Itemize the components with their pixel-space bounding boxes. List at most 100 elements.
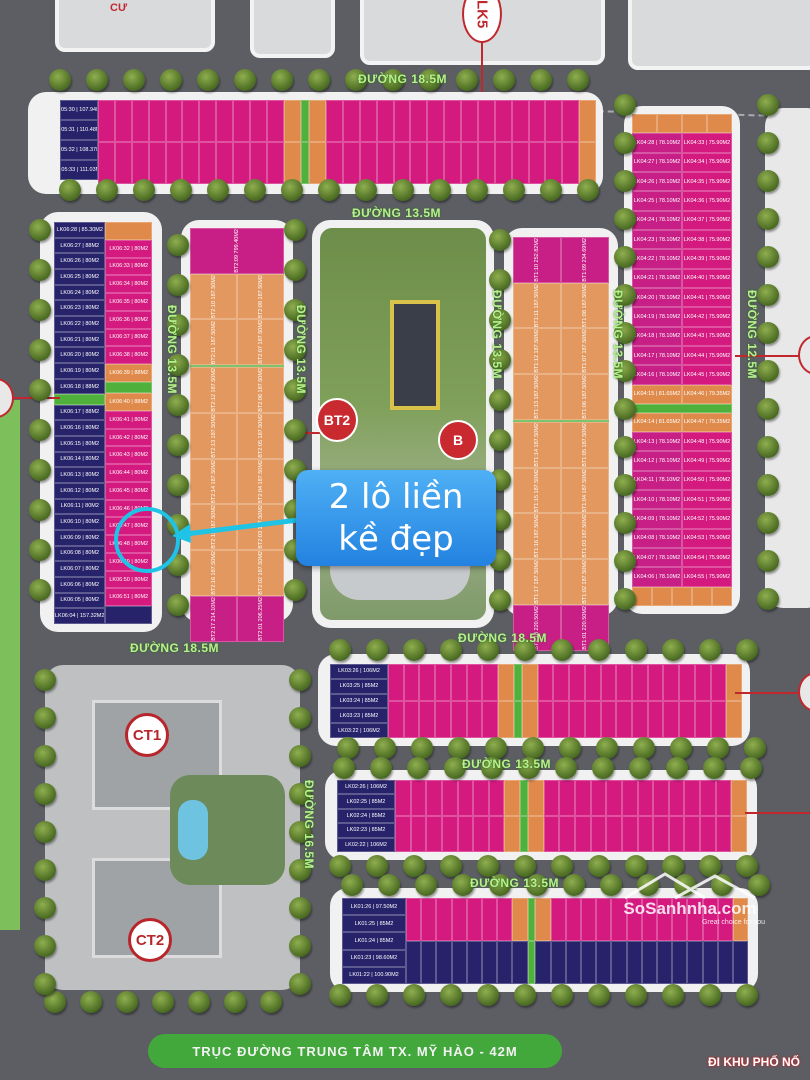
tree-icon xyxy=(614,246,636,268)
tree-icon xyxy=(29,259,51,281)
lot xyxy=(488,780,505,816)
lot xyxy=(266,142,284,184)
tree-icon xyxy=(407,757,429,779)
tree-icon xyxy=(489,349,511,371)
park-building xyxy=(390,300,440,410)
tree-icon xyxy=(133,179,155,201)
lot-label: LK04:09 | 78.10M2 xyxy=(633,515,681,522)
tree-icon xyxy=(588,855,610,877)
tree-icon xyxy=(29,539,51,561)
tree-icon xyxy=(514,639,536,661)
lot xyxy=(707,114,732,134)
lot-label: LK06:19 | 80M2 xyxy=(60,367,100,374)
lot xyxy=(682,114,707,134)
lot xyxy=(710,664,727,701)
tree-icon xyxy=(748,874,770,896)
lot xyxy=(652,586,672,606)
tree-icon xyxy=(224,991,246,1013)
lot xyxy=(611,898,627,941)
tree-icon xyxy=(382,69,404,91)
lot: LK06:34 | 80M2 xyxy=(105,275,152,293)
ct2-marker: CT2 xyxy=(128,918,172,962)
tree-icon xyxy=(440,855,462,877)
lot xyxy=(410,816,427,852)
tree-icon xyxy=(429,179,451,201)
tree-icon xyxy=(370,757,392,779)
lot: LK04:08 | 78.10M2 xyxy=(632,528,682,548)
bt2-marker: BT2 xyxy=(316,398,358,442)
lot: BT2:08 187.50M2 xyxy=(237,273,284,320)
lot xyxy=(451,941,467,984)
tree-icon xyxy=(167,474,189,496)
lot-label: LK03:25 | 85M2 xyxy=(339,683,379,690)
lot: LK04:06 | 78.10M2 xyxy=(632,567,682,587)
lot: LK06:20 | 80M2 xyxy=(54,347,106,364)
lot: LK02:26 | 106M2 xyxy=(337,780,395,795)
lot xyxy=(543,780,560,816)
tree-icon xyxy=(34,973,56,995)
lot: LK06:26 | 80M2 xyxy=(54,253,106,270)
tree-icon xyxy=(503,179,525,201)
lot: LK06:41 | 80M2 xyxy=(105,410,152,429)
tree-icon xyxy=(29,419,51,441)
lot xyxy=(656,898,673,941)
lot xyxy=(473,780,489,816)
tree-icon xyxy=(614,436,636,458)
lot xyxy=(535,898,551,941)
tree-icon xyxy=(757,284,779,306)
green-buffer xyxy=(513,664,522,701)
tree-icon xyxy=(518,757,540,779)
lot-label: LK02:25 | 85M2 xyxy=(346,798,386,805)
lot xyxy=(569,664,585,701)
lot xyxy=(712,586,732,606)
lot: LK03:23 | 85M2 xyxy=(330,708,388,724)
tree-icon xyxy=(485,737,507,759)
tree-icon xyxy=(600,874,622,896)
lot-label: LK06:09 | 80M2 xyxy=(60,534,100,541)
lot xyxy=(393,100,411,142)
tree-icon xyxy=(614,550,636,572)
lot-label: LK04:34 | 75.90M2 xyxy=(683,159,731,166)
lot xyxy=(575,816,591,852)
lot: LK06:50 | 80M2 xyxy=(105,570,152,589)
tree-icon xyxy=(559,737,581,759)
lot xyxy=(663,664,680,701)
lot: LK04:38 | 75.90M2 xyxy=(682,229,732,250)
lot: LK05:30 | 107.94M2 xyxy=(60,100,98,120)
tree-icon xyxy=(477,639,499,661)
tree-icon xyxy=(551,984,573,1006)
lot: LK04:27 | 78.10M2 xyxy=(632,152,682,172)
tree-icon xyxy=(284,419,306,441)
lot-label: LK04:43 | 75.90M2 xyxy=(683,333,731,340)
green-buffer xyxy=(513,701,522,738)
lot xyxy=(451,898,467,941)
lot: LK06:22 | 80M2 xyxy=(54,316,106,332)
building xyxy=(250,0,335,58)
road-label: ĐƯỜNG 18.5M xyxy=(130,641,220,655)
lot xyxy=(488,816,505,852)
tree-icon xyxy=(625,855,647,877)
road-label: ĐƯỜNG 18.5M xyxy=(458,631,548,645)
lot-label: LK06:05 | 80M2 xyxy=(60,597,100,604)
lot-label: LK03:22 | 106M2 xyxy=(338,727,380,734)
lot xyxy=(436,941,452,984)
tree-icon xyxy=(289,783,311,805)
tree-icon xyxy=(289,745,311,767)
lot xyxy=(726,701,742,738)
lot xyxy=(600,664,617,701)
lot-label: LK06:41 | 80M2 xyxy=(109,416,149,423)
lot: LK06:19 | 80M2 xyxy=(54,363,106,379)
tree-icon xyxy=(80,991,102,1013)
lot: BT2:04 187.50M2 xyxy=(237,458,284,505)
lot xyxy=(114,100,132,142)
tree-icon xyxy=(614,398,636,420)
lot: BT2:02 187.50M2 xyxy=(237,550,284,596)
lot xyxy=(579,100,597,142)
lot-label: LK03:23 | 85M2 xyxy=(339,712,379,719)
lot: LK04:48 | 75.90M2 xyxy=(682,431,732,452)
marker-label: CT1 xyxy=(132,726,162,744)
green-buffer xyxy=(300,142,310,184)
lot: LK06:05 | 80M2 xyxy=(54,592,106,609)
